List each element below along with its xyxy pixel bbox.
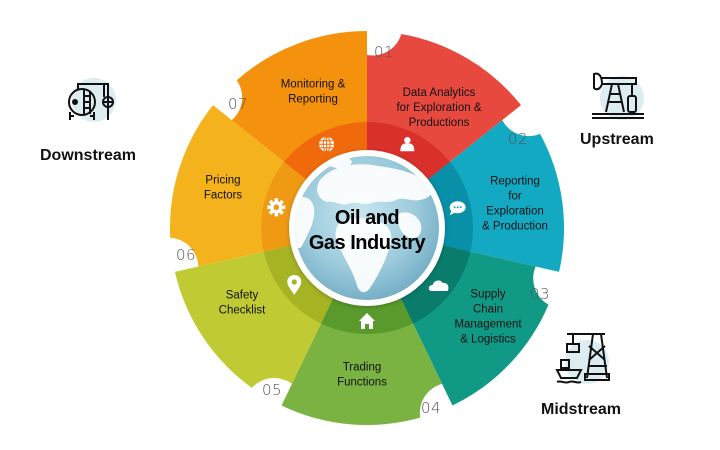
chat-bubble-icon	[449, 201, 466, 216]
segment-label-line: for	[508, 191, 522, 203]
segment-label-line: Monitoring &	[281, 79, 346, 91]
upstream-icon	[588, 68, 648, 122]
segment-label-line: Trading	[343, 362, 382, 374]
segment-number: 05	[262, 381, 282, 399]
segment-number: 01	[374, 43, 394, 61]
segment-numbers: 01 02 03 04 05 06 07	[176, 43, 550, 417]
segment-label-line: Reporting	[288, 94, 338, 106]
segment-number: 03	[530, 285, 550, 303]
segment-label-line: Reporting	[490, 176, 540, 188]
upstream-label: Upstream	[580, 131, 654, 148]
globe: Oil and Gas Industry	[289, 150, 445, 306]
segment-number: 04	[421, 399, 441, 417]
map-pin-icon	[287, 274, 302, 295]
downstream-icon	[60, 68, 120, 128]
center-title-line1: Oil and	[335, 207, 399, 229]
segment-label-line: Exploration	[486, 206, 544, 218]
globe-continents	[295, 156, 433, 293]
segment-label-line: Safety	[226, 290, 259, 302]
segment-label-line: Supply	[470, 289, 505, 301]
user-icon	[400, 137, 415, 152]
segment-labels: Data Analytics for Exploration & Productio…	[204, 79, 548, 389]
center-title-line2: Gas Industry	[309, 232, 427, 254]
downstream-label: Downstream	[40, 147, 137, 164]
segment-label-line: Management	[454, 319, 522, 331]
segment-label-line: Data Analytics	[403, 87, 476, 99]
segment-label-line: for Exploration &	[396, 102, 481, 114]
home-icon	[359, 313, 375, 329]
inner-band-03	[393, 241, 471, 324]
segment-label-line: Functions	[337, 377, 387, 389]
segment-number: 02	[508, 130, 528, 148]
gear-icon	[267, 198, 286, 217]
segment-label-line: Factors	[204, 190, 243, 202]
cloud-icon	[428, 280, 449, 291]
segment-label-line: Productions	[409, 117, 470, 129]
midstream-label: Midstream	[541, 401, 622, 418]
inner-band-01	[367, 122, 450, 191]
segment-label-line: & Logistics	[460, 334, 516, 346]
segment-number: 07	[228, 95, 248, 113]
segment-label-line: Pricing	[205, 175, 240, 187]
inner-band-07	[284, 122, 367, 191]
inner-band-05	[263, 241, 341, 324]
segment-label-line: & Production	[482, 221, 548, 233]
segment-number: 06	[176, 246, 196, 264]
midstream-icon	[553, 330, 617, 388]
globe-grid-icon	[319, 136, 335, 153]
segment-label-line: Chain	[473, 304, 503, 316]
segment-icons	[267, 136, 466, 329]
segment-label-line: Checklist	[219, 305, 266, 317]
